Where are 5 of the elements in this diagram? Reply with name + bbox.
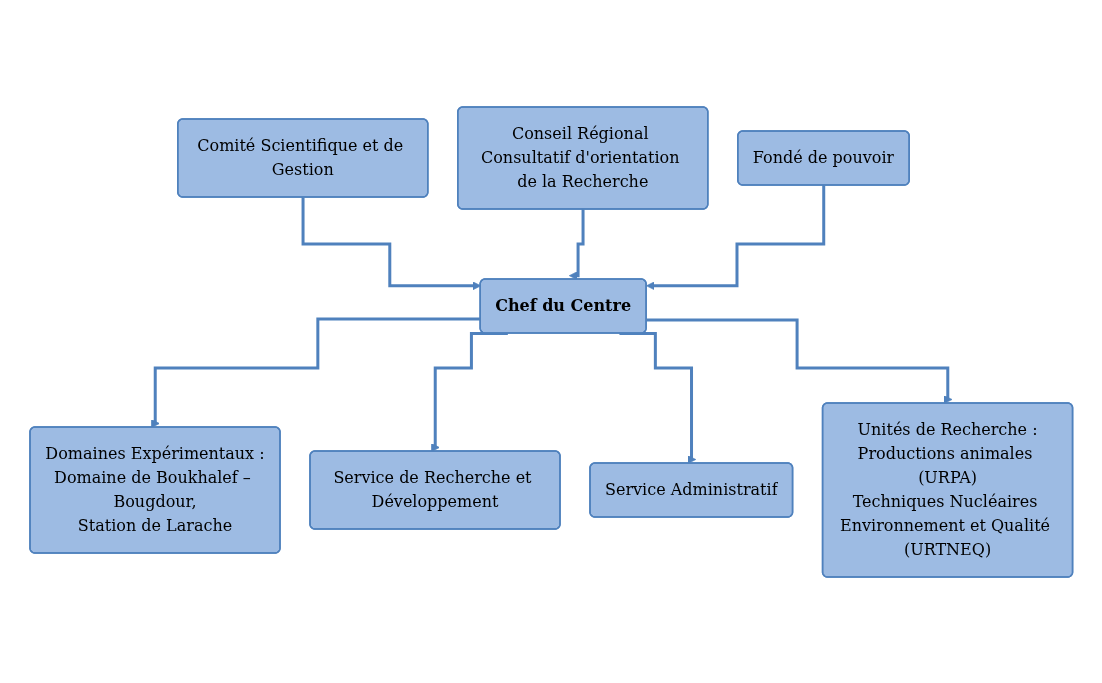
- arrow: [430, 331, 508, 452]
- arrow: [645, 183, 826, 290]
- arrow: [619, 331, 696, 464]
- arrow: [568, 207, 585, 280]
- arrow: [646, 317, 953, 404]
